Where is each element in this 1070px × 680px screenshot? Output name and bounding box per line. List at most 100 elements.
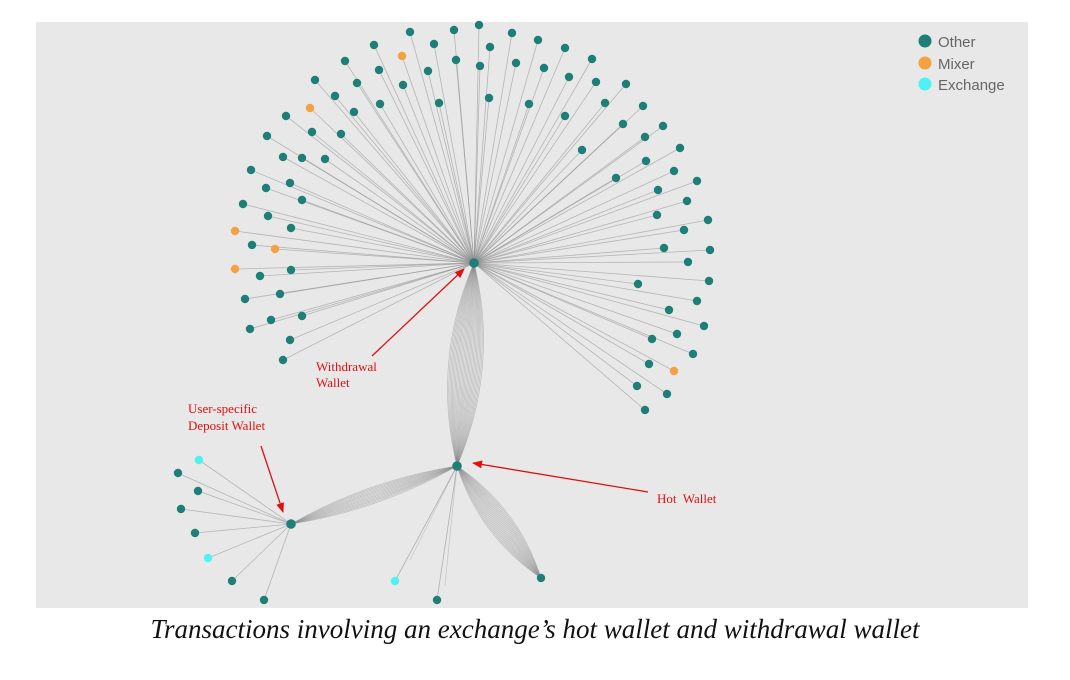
peripheral-node <box>658 121 668 131</box>
edge-hot-bottom-bundle <box>456 465 542 579</box>
legend: Other Mixer Exchange <box>918 34 1005 94</box>
peripheral-node <box>285 335 295 345</box>
withdrawal-label-line2: Wallet <box>316 375 350 390</box>
legend-exchange-label: Exchange <box>938 77 1005 94</box>
edge-withdrawal-hot-bundle <box>456 262 476 467</box>
edge-withdrawal-fan <box>473 262 710 282</box>
withdrawal-wallet-node <box>469 258 479 268</box>
edge-withdrawal-fan <box>334 95 475 264</box>
edge-hot-bottom-bundle <box>456 465 542 579</box>
edge-withdrawal-fan <box>473 170 675 264</box>
edge-withdrawal-fan <box>311 131 475 264</box>
edge-withdrawal-hot-bundle <box>456 262 477 467</box>
deposit-label-line1: User-specific <box>188 401 257 416</box>
edge-withdrawal-fan <box>242 203 475 264</box>
edge-withdrawal-fan <box>473 229 685 264</box>
edge-withdrawal-hot-bundle <box>454 262 475 467</box>
edge-hot-bottom-bundle <box>456 465 542 579</box>
peripheral-node <box>669 366 679 376</box>
edge-withdrawal-fan <box>473 58 593 264</box>
edge-withdrawal-hot-bundle <box>456 262 479 467</box>
peripheral-node <box>278 152 288 162</box>
peripheral-node <box>633 279 643 289</box>
legend-mixer-dot <box>918 56 932 70</box>
edge-withdrawal-hot-bundle <box>453 262 475 467</box>
peripheral-node <box>485 42 495 52</box>
deposit-neighbor-node <box>173 468 183 478</box>
peripheral-node <box>238 199 248 209</box>
edge-withdrawal-hot-bundle <box>447 262 475 467</box>
legend-mixer-label: Mixer <box>938 56 975 73</box>
edge-withdrawal-fan <box>473 115 566 264</box>
peripheral-node <box>705 245 715 255</box>
edge-withdrawal-hot-bundle <box>456 262 482 467</box>
edge-deposit-fan <box>197 490 292 525</box>
annotations: Withdrawal Wallet User-specific Deposit … <box>188 268 717 513</box>
edge-hot-deposit-bundle <box>290 465 458 525</box>
edge-withdrawal-fan <box>301 199 475 264</box>
edge-deposit-fan <box>194 523 292 534</box>
edge-hot-bottom-bundle <box>456 465 542 579</box>
peripheral-node <box>320 154 330 164</box>
edge-withdrawal-fan <box>473 47 566 264</box>
peripheral-node <box>683 257 693 267</box>
deposit-arrow <box>260 445 284 513</box>
edge-withdrawal-fan <box>473 262 668 395</box>
peripheral-node <box>263 211 273 221</box>
peripheral-node <box>369 40 379 50</box>
peripheral-node <box>475 61 485 71</box>
peripheral-node <box>281 111 291 121</box>
edge-withdrawal-hot-bundle <box>456 262 475 467</box>
peripheral-node <box>524 99 534 109</box>
edge-hot-bottom-bundle <box>456 465 542 579</box>
edge-hot-bottom-bundle <box>456 465 542 579</box>
peripheral-node <box>305 103 315 113</box>
edge-hot-bottom-bundle <box>456 465 542 579</box>
peripheral-node <box>659 243 669 253</box>
peripheral-node <box>682 196 692 206</box>
edge-withdrawal-fan <box>340 133 475 264</box>
peripheral-node <box>638 101 648 111</box>
figure-caption: Transactions involving an exchange’s hot… <box>150 614 920 644</box>
edge-hot-deposit-bundle <box>290 465 458 525</box>
peripheral-node <box>640 132 650 142</box>
peripheral-node <box>262 131 272 141</box>
peripheral-node <box>669 166 679 176</box>
edge-hot-bottom-bundle <box>456 465 542 579</box>
edge-hot-bottom-bundle <box>456 465 542 579</box>
edge-withdrawal-fan <box>473 180 698 264</box>
edge-withdrawal-fan <box>473 67 545 264</box>
edge-withdrawal-fan <box>270 262 475 321</box>
peripheral-node <box>675 143 685 153</box>
edge-hot-bottom-bundle <box>456 465 542 579</box>
edge-withdrawal-hot-bundle <box>456 262 475 467</box>
peripheral-node <box>672 329 682 339</box>
peripheral-node <box>652 210 662 220</box>
edge-withdrawal-fan <box>402 84 475 264</box>
peripheral-node <box>230 264 240 274</box>
edge-deposit-fan <box>177 472 292 525</box>
peripheral-node <box>679 225 689 235</box>
edge-withdrawal-fan <box>234 262 475 270</box>
edge-hot-deposit-bundle <box>290 465 458 525</box>
deposit-neighbor-node <box>193 486 203 496</box>
deposit-label-line2: Deposit Wallet <box>188 418 265 433</box>
peripheral-node <box>699 321 709 331</box>
edge-withdrawal-fan <box>473 62 517 264</box>
edge-withdrawal-fan <box>282 156 475 264</box>
edge-hot-bottom-bundle <box>456 465 542 579</box>
peripheral-node <box>230 226 240 236</box>
withdrawal-label-line1: Withdrawal <box>316 359 377 374</box>
edge-withdrawal-hot-bundle <box>456 262 475 467</box>
graph-panel <box>36 22 1028 608</box>
edge-withdrawal-hot-bundle <box>456 262 475 467</box>
edge-withdrawal-fan <box>324 158 475 264</box>
edge-hot-bottom-bundle <box>456 465 542 579</box>
peripheral-node <box>297 195 307 205</box>
peripheral-node <box>484 93 494 103</box>
edge-withdrawal-fan <box>378 69 475 264</box>
peripheral-node <box>397 51 407 61</box>
edge-withdrawal-fan <box>473 189 659 264</box>
peripheral-node <box>310 75 320 85</box>
peripheral-node <box>297 153 307 163</box>
